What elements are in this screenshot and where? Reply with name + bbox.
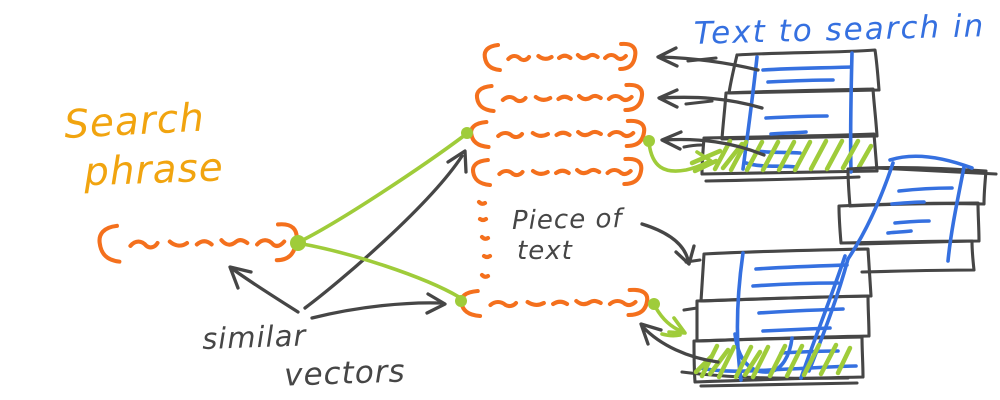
embedding-vector-row-1 — [485, 44, 636, 70]
text-to-search-in-text: Text to search in — [694, 8, 986, 52]
search-phrase-line2: phrase — [82, 145, 224, 195]
dot-vector5-right — [648, 298, 660, 310]
search-phrase-line1: Search — [63, 96, 206, 148]
piece-of-text-line1: Piece of — [512, 204, 626, 236]
arrow-label-to-search-vector — [228, 265, 300, 314]
similar-vectors-line2: vectors — [284, 353, 407, 393]
arrow-piece-of-text-to-doc — [640, 222, 696, 266]
piece-of-text-line2: text — [517, 236, 573, 266]
ellipsis-dots — [476, 199, 493, 279]
search-phrase-label: Search phrase — [63, 96, 224, 196]
dot-search-vector — [290, 235, 306, 251]
search-vector-row — [100, 224, 297, 261]
green-line-search-to-vector3 — [295, 133, 467, 245]
green-line-search-to-vector5 — [295, 241, 461, 299]
document-top-text-lines — [741, 51, 854, 174]
search-phrase-vector — [100, 224, 297, 261]
document-stack-top — [682, 48, 881, 183]
embedding-vectors — [461, 44, 647, 316]
arrow-doc2-to-vector5 — [639, 322, 720, 364]
similar-vectors-label: similar vectors — [202, 318, 407, 393]
arrow-label-to-vector3 — [303, 149, 468, 310]
document-bottom-text-lines — [698, 154, 974, 382]
document-top-highlighted-passage — [689, 138, 874, 174]
arrow-doc1-to-vector1 — [656, 46, 760, 72]
document-stack-bottom — [680, 154, 998, 388]
document-bottom-highlighted-passage — [693, 342, 853, 380]
document-top-pages-outline — [682, 48, 881, 183]
dot-vector3-left — [461, 127, 473, 139]
similarity-connectors — [295, 133, 713, 338]
embedding-vector-row-3 — [471, 121, 644, 147]
embedding-vector-row-2 — [477, 85, 642, 111]
similarity-dots — [290, 127, 660, 310]
green-arrow-vector5-to-doc2 — [654, 306, 687, 338]
piece-of-text-label: Piece of text — [512, 204, 626, 266]
text-to-search-in-label: Text to search in — [694, 8, 986, 52]
gray-arrows — [228, 46, 766, 364]
similar-vectors-line1: similar — [202, 318, 308, 356]
arrow-doc1-to-vector2 — [657, 88, 764, 110]
embedding-vector-row-5 — [461, 290, 647, 316]
green-arrow-vector3-to-doc1 — [647, 141, 713, 173]
arrow-label-to-vector5 — [310, 292, 447, 320]
embedding-vector-row-4 — [473, 159, 641, 185]
dot-vector3-right — [643, 135, 655, 147]
arrow-doc1-to-vector3 — [660, 130, 766, 157]
dot-vector5-left — [455, 295, 467, 307]
